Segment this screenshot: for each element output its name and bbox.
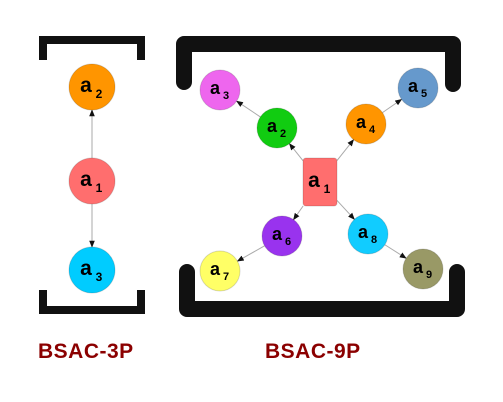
node-subscript-r-a8: 8 [371,234,377,246]
node-label-l-a2: a [80,74,92,97]
node-subscript-r-a7: 7 [223,271,229,283]
node-shape-r-a5 [397,67,439,109]
node-shape-r-a1 [302,157,338,207]
node-shape-r-a8 [347,213,389,255]
edge-r-a1-to-r-a4 [336,139,355,161]
node-shape-r-a9 [402,248,444,290]
node-subscript-l-a2: 2 [96,87,103,101]
node-label-r-a4: a [356,112,367,132]
node-subscript-r-a2: 2 [280,128,286,140]
node-subscript-r-a3: 3 [223,90,229,102]
edge-r-a4-to-r-a5 [382,98,403,114]
brackets [39,36,465,317]
edge-r-a1-to-r-a2 [289,143,304,161]
caption-bsac-3p: BSAC-3P [38,340,134,363]
node-label-r-a9: a [413,257,424,277]
node-label-r-a2: a [267,116,278,136]
node-label-r-a7: a [210,259,221,279]
node-label-l-a3: a [80,257,92,280]
edge-r-a2-to-r-a3 [236,100,261,118]
node-label-r-a6: a [272,224,283,244]
node-shape-r-a7 [199,250,241,292]
edges [89,98,407,262]
bracket-top-left-diagram [39,36,145,60]
caption-bsac-9p: BSAC-9P [265,340,361,363]
node-shape-r-a3 [199,69,241,111]
node-label-r-a1: a [308,169,320,192]
node-shape-r-a4 [345,103,387,145]
node-shape-l-a3 [68,246,116,294]
node-label-r-a8: a [358,222,369,242]
node-subscript-l-a3: 3 [96,270,103,284]
bracket-bottom-left-diagram [39,290,145,314]
edge-r-a6-to-r-a7 [236,245,265,262]
node-subscript-l-a1: 1 [96,181,103,195]
node-shape-r-a2 [256,107,298,149]
edge-r-a8-to-r-a9 [384,244,407,259]
node-shape-l-a1 [68,157,116,205]
node-subscript-r-a9: 9 [426,269,432,281]
edge-r-a1-to-r-a6 [293,205,304,221]
node-label-l-a1: a [80,168,92,191]
node-subscript-r-a1: 1 [324,182,331,196]
node-subscript-r-a4: 4 [369,124,376,136]
node-subscript-r-a6: 6 [285,236,291,248]
edge-r-a1-to-r-a8 [336,200,355,220]
bracket-bottom-right-diagram [179,264,465,317]
node-label-r-a5: a [408,76,419,96]
node-shape-l-a2 [68,63,116,111]
node-shape-r-a6 [261,215,303,257]
bracket-top-right-diagram [176,36,461,92]
node-label-r-a3: a [210,78,221,98]
node-subscript-r-a5: 5 [421,88,427,100]
